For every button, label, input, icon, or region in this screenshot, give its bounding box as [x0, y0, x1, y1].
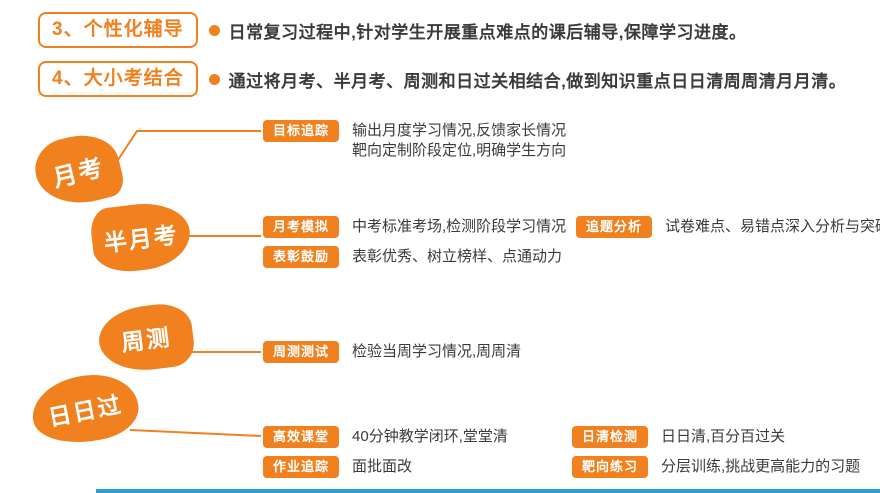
item-text: 日日清,百分百过关: [661, 428, 786, 445]
section-description: 通过将月考、半月考、周测和日过关相结合,做到知识重点日日清周周清月月清。: [228, 71, 847, 91]
item-tag: 追题分析: [576, 216, 653, 238]
item-tag: 作业追踪: [263, 456, 340, 478]
bottom-accent-line: [96, 489, 880, 493]
node-weekly-test: 周测: [95, 300, 197, 376]
item-tag: 高效课堂: [263, 426, 340, 448]
bullet-dot-icon: [208, 73, 220, 85]
item-tag: 日清检测: [572, 426, 649, 448]
node-label: 月考: [50, 153, 108, 193]
item-tag: 周测测试: [263, 341, 340, 363]
connector-monthly-line: [113, 130, 261, 167]
item-tag: 月考模拟: [263, 216, 340, 238]
item-weekly-test: 周测测试 检验当周学习情况,周周清: [263, 341, 521, 363]
item-text-line: 靶向定制阶段定位,明确学生方向: [352, 142, 567, 159]
item-text: 40分钟教学闭环,堂堂清: [352, 428, 508, 445]
item-question-analysis: 追题分析 试卷难点、易错点深入分析与突破: [576, 216, 880, 238]
node-label: 半月考: [102, 221, 181, 257]
item-text: 检验当周学习情况,周周清: [352, 343, 522, 360]
node-label: 周测: [119, 324, 173, 356]
node-label: 日日过: [46, 391, 125, 431]
section-description: 日常复习过程中,针对学生开展重点难点的课后辅导,保障学习进度。: [228, 22, 747, 42]
section-title-badge: 3、个性化辅导: [38, 12, 198, 48]
item-text: 试卷难点、易错点深入分析与突破: [665, 218, 880, 235]
connector-daily-line: [129, 429, 262, 437]
item-tag: 表彰鼓励: [263, 246, 340, 268]
item-monthly-mock: 月考模拟 中考标准考场,检测阶段学习情况: [263, 216, 566, 238]
header-row-personalized-tutoring: 3、个性化辅导 日常复习过程中,针对学生开展重点难点的课后辅导,保障学习进度。: [38, 12, 747, 48]
item-praise-encourage: 表彰鼓励 表彰优秀、树立榜样、点通动力: [263, 246, 562, 268]
item-daily-check: 日清检测 日日清,百分百过关: [572, 426, 785, 448]
item-text: 分层训练,挑战更高能力的习题: [661, 458, 861, 475]
item-text: 表彰优秀、树立榜样、点通动力: [352, 248, 563, 265]
item-goal-tracking: 目标追踪 输出月度学习情况,反馈家长情况 靶向定制阶段定位,明确学生方向: [263, 120, 566, 161]
item-targeted-practice: 靶向练习 分层训练,挑战更高能力的习题: [572, 456, 860, 478]
item-tag: 靶向练习: [572, 456, 649, 478]
item-text-line: 输出月度学习情况,反馈家长情况: [352, 122, 567, 139]
node-half-monthly-exam: 半月考: [88, 198, 194, 276]
item-tag: 目标追踪: [263, 120, 340, 142]
section-title-badge: 4、大小考结合: [38, 61, 198, 97]
node-monthly-exam: 月考: [29, 126, 127, 214]
header-row-exam-combination: 4、大小考结合 通过将月考、半月考、周测和日过关相结合,做到知识重点日日清周周清…: [38, 61, 846, 97]
item-text: 输出月度学习情况,反馈家长情况 靶向定制阶段定位,明确学生方向: [352, 120, 566, 161]
item-efficient-class: 高效课堂 40分钟教学闭环,堂堂清: [263, 426, 508, 448]
item-text: 中考标准考场,检测阶段学习情况: [352, 218, 567, 235]
node-daily-pass: 日日过: [26, 366, 144, 452]
item-text: 面批面改: [352, 458, 413, 475]
item-homework-tracking: 作业追踪 面批面改: [263, 456, 412, 478]
bullet-dot-icon: [208, 24, 220, 36]
